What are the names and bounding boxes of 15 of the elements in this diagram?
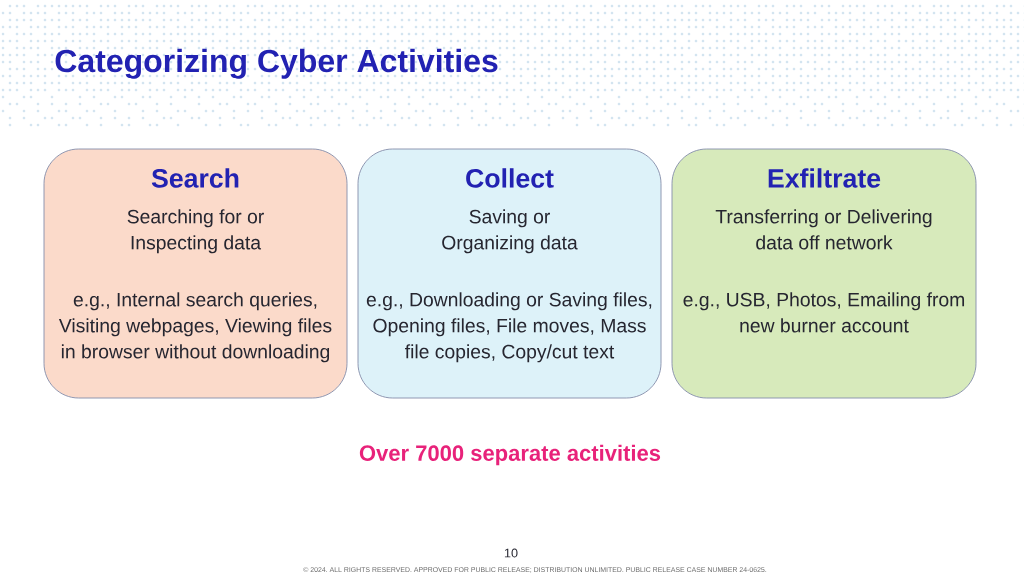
card-title: Collect — [466, 168, 554, 188]
card-examples: e.g., Internal search queries, Visiting webpages, Viewing files in browser without downloading — [58, 292, 332, 363]
card-examples: e.g., Downloading or Saving files, Opening files, File moves, Mass file copies, Copy/cut text — [366, 292, 652, 363]
category-card — [357, 148, 662, 399]
card-title: Exfiltrate — [768, 168, 881, 188]
card-description: Searching for or Inspecting data — [127, 209, 264, 254]
card-description: Transferring or Delivering data off network — [715, 209, 932, 250]
category-card — [671, 148, 977, 399]
card-title: Search — [151, 168, 239, 188]
page-number: 10 — [504, 548, 518, 558]
card-description: Saving or Organizing data — [442, 209, 578, 254]
card-examples: e.g., USB, Photos, Emailing from new burner account — [683, 292, 964, 333]
category-card — [43, 148, 348, 399]
slide-title: Categorizing Cyber Activities — [55, 48, 498, 79]
summary-note: Over 7000 separate activities — [359, 444, 661, 466]
